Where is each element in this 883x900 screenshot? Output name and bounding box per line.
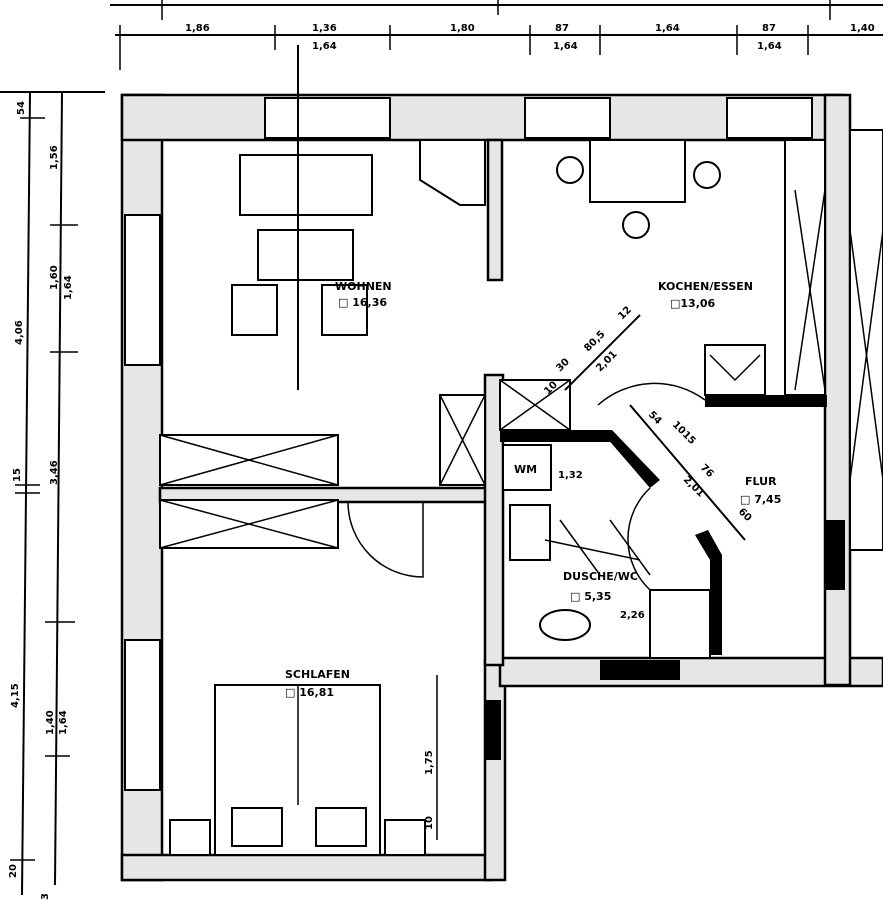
dim-label: 1,40 [45, 710, 56, 735]
bathroom-fixtures [502, 444, 711, 659]
dim-label: 3,46 [49, 460, 60, 485]
dim-label: 1,64 [553, 41, 578, 52]
room-name-wm: WM [514, 463, 537, 476]
dim-label: 1,64 [312, 41, 337, 52]
room-area-wohnen: □ 16,36 [338, 296, 387, 309]
dim-label: 12 [616, 304, 634, 322]
dim-label: 2,01 [681, 474, 706, 499]
dim-label: 15 [12, 468, 23, 482]
dim-label: 3 [40, 893, 51, 900]
room-name-dusche: DUSCHE/WC [563, 570, 638, 583]
dim-label: 30 [554, 356, 572, 374]
living-furniture [159, 45, 486, 578]
windows [124, 97, 883, 791]
room-area-schlafen: □ 16,81 [285, 686, 334, 699]
dim-label: 1,75 [424, 750, 435, 775]
dim-label: 1,80 [450, 23, 475, 34]
room-name-flur: FLUR [745, 475, 777, 488]
dim-label: 4,06 [14, 320, 25, 345]
room-area-flur: □ 7,45 [740, 493, 781, 506]
dim-label: 20 [8, 864, 19, 878]
top-dimension-chain: 1,86 1,36 1,80 87 1,64 87 1,40 1,64 1,64… [110, 0, 883, 70]
room-labels: WOHNEN □ 16,36 KOCHEN/ESSEN □13,06 FLUR … [285, 280, 781, 699]
dim-label: 2,26 [620, 610, 645, 621]
dim-label: 2,01 [594, 349, 619, 374]
dim-label: 1,64 [58, 710, 69, 735]
dim-label: 1,64 [63, 275, 74, 300]
kitchen-furniture [499, 139, 826, 431]
dim-label: 4,15 [10, 683, 21, 708]
dim-label: 1,64 [655, 23, 680, 34]
room-name-wohnen: WOHNEN [335, 280, 392, 293]
dim-label: 10 [424, 816, 435, 830]
dim-label: 87 [762, 23, 776, 34]
dim-label: 54 [646, 409, 664, 427]
dim-label: 54 [16, 101, 27, 115]
dim-label: 76 [698, 462, 716, 480]
room-name-kochen: KOCHEN/ESSEN [658, 280, 753, 293]
dim-label: 1,64 [757, 41, 782, 52]
dim-label: 1,32 [558, 470, 583, 481]
room-area-dusche: □ 5,35 [570, 590, 611, 603]
dim-label: 1,40 [850, 23, 875, 34]
dim-label: 60 [736, 506, 754, 524]
bedroom-furniture [169, 675, 438, 856]
left-dimension-chain: 54 4,06 15 4,15 20 3 1,56 1,60 1,64 3,46… [0, 91, 105, 900]
dim-label: 1,86 [185, 23, 210, 34]
room-area-kochen: □13,06 [670, 297, 716, 310]
dim-label: 87 [555, 23, 569, 34]
dim-label: 1,60 [49, 265, 60, 290]
dim-label: 1,56 [49, 145, 60, 170]
room-name-schlafen: SCHLAFEN [285, 668, 350, 681]
dim-label: 1,36 [312, 23, 337, 34]
